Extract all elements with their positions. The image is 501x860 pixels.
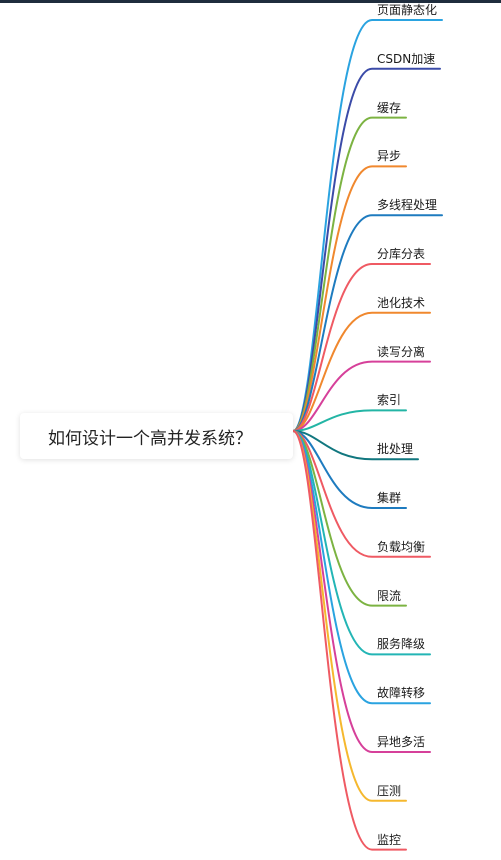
branch-label[interactable]: 缓存 bbox=[377, 100, 402, 115]
branch-label[interactable]: 批处理 bbox=[377, 442, 414, 457]
branch-label[interactable]: 读写分离 bbox=[377, 344, 426, 359]
branch-label[interactable]: CSDN加速 bbox=[377, 51, 436, 66]
branch-connector bbox=[292, 430, 407, 509]
branch-connector bbox=[292, 165, 407, 432]
branch-label[interactable]: 异步 bbox=[377, 149, 402, 164]
branch-label[interactable]: 异地多活 bbox=[377, 735, 426, 749]
branch-connector bbox=[292, 360, 431, 432]
branch-label[interactable]: 多线程处理 bbox=[377, 198, 438, 213]
branch-label[interactable]: 负载均衡 bbox=[377, 539, 426, 554]
top-bar bbox=[0, 0, 501, 3]
branch-label[interactable]: 限流 bbox=[377, 588, 402, 603]
branch-connector bbox=[292, 409, 407, 432]
branch-label[interactable]: 压测 bbox=[377, 783, 402, 798]
branch-connector bbox=[292, 430, 407, 851]
branch-connector bbox=[292, 214, 443, 432]
branch-label[interactable]: 分库分表 bbox=[377, 247, 426, 261]
branch-connector bbox=[292, 430, 431, 558]
branch-label[interactable]: 索引 bbox=[377, 393, 402, 408]
branch-connector bbox=[292, 430, 419, 461]
branch-label[interactable]: 页面静态化 bbox=[377, 3, 438, 17]
root-node[interactable]: 如何设计一个高并发系统？ bbox=[20, 413, 293, 459]
branch-label[interactable]: 监控 bbox=[377, 832, 402, 847]
branch-label[interactable]: 服务降级 bbox=[377, 637, 426, 652]
branch-connector bbox=[292, 263, 431, 432]
branch-label[interactable]: 集群 bbox=[377, 491, 402, 505]
branch-label[interactable]: 故障转移 bbox=[377, 686, 426, 701]
branch-label[interactable]: 池化技术 bbox=[377, 295, 426, 310]
branch-connector bbox=[292, 311, 431, 432]
root-node-label: 如何设计一个高并发系统？ bbox=[48, 428, 252, 449]
